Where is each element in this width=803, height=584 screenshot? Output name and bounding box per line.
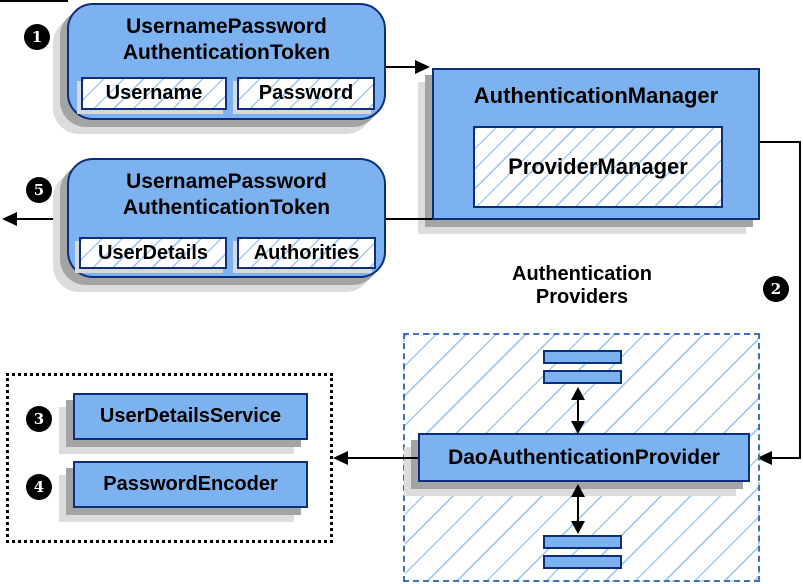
step-1-badge: 1 [24,24,50,50]
password-encoder-label: PasswordEncoder [103,473,278,495]
provider-manager-box: ProviderManager [473,126,723,208]
arrowhead-up-top [571,387,585,400]
authentication-manager-title: AuthenticationManager [473,83,719,108]
step-3-number: 3 [33,410,45,428]
arrowhead-down-top [571,421,585,434]
step-3-badge: 3 [26,406,52,432]
username-field-label: Username [105,82,203,104]
authentication-manager-box: AuthenticationManager ProviderManager [432,68,760,220]
connector-flow-out [15,218,67,220]
password-encoder-box: PasswordEncoder [73,461,308,508]
dao-authentication-provider-label: DaoAuthenticationProvider [448,445,720,469]
user-details-service-label: UserDetailsService [99,405,282,427]
step-2-badge: 2 [763,276,789,302]
step-1-number: 1 [31,28,43,46]
response-token-title-line2: AuthenticationToken [122,196,331,219]
password-field: Password [237,77,375,110]
response-token-title-line1: UsernamePassword [126,170,327,193]
request-token-title-line1: UsernamePassword [126,15,327,38]
arrowhead-into-authentication-manager [415,60,430,74]
dao-authentication-provider-box: DaoAuthenticationProvider [418,433,750,482]
request-token-title-line2: AuthenticationToken [122,41,331,64]
services-container [6,373,333,543]
step-4-number: 4 [33,478,45,496]
step-5-badge: 5 [26,177,52,203]
arrowhead-up-bottom [571,484,585,497]
arrowhead-down-bottom [571,521,585,534]
request-token-box: UsernamePassword AuthenticationToken Use… [67,3,386,120]
connector-bars-dao-top [577,398,579,424]
other-provider-bar-top-2 [543,370,622,384]
request-token-title: UsernamePassword AuthenticationToken [69,5,384,66]
authentication-providers-label: Authentication Providers [462,263,702,309]
connector-flow-in [0,0,68,2]
password-field-label: Password [258,82,354,104]
other-provider-bar-top-1 [543,350,622,364]
connector-right-vertical [799,141,801,459]
connector-bars-dao-bottom [577,495,579,521]
connector-dao-to-services [347,457,418,459]
user-details-field-label: UserDetails [97,241,209,264]
username-field: Username [81,77,227,110]
arrowhead-into-services [333,451,348,465]
user-details-field: UserDetails [79,237,227,269]
connector-token-to-manager [386,66,417,68]
connector-into-dao [771,457,801,459]
authentication-providers-label-line2: Providers [535,286,629,308]
connector-manager-to-response-token [386,218,432,220]
step-2-number: 2 [770,280,782,298]
response-token-title: UsernamePassword AuthenticationToken [69,160,384,221]
step-4-badge: 4 [26,474,52,500]
user-details-service-box: UserDetailsService [73,393,308,440]
arrowhead-flow-out [2,212,17,226]
connector-manager-right [760,141,801,143]
authentication-providers-label-line1: Authentication [512,263,652,285]
response-token-box: UsernamePassword AuthenticationToken Use… [67,158,386,278]
other-provider-bar-bottom-1 [543,535,622,549]
authorities-field-label: Authorities [253,241,360,264]
step-5-number: 5 [33,181,45,199]
arrowhead-into-dao [757,451,772,465]
other-provider-bar-bottom-2 [543,555,622,569]
authorities-field: Authorities [237,237,376,269]
provider-manager-label: ProviderManager [508,154,688,179]
